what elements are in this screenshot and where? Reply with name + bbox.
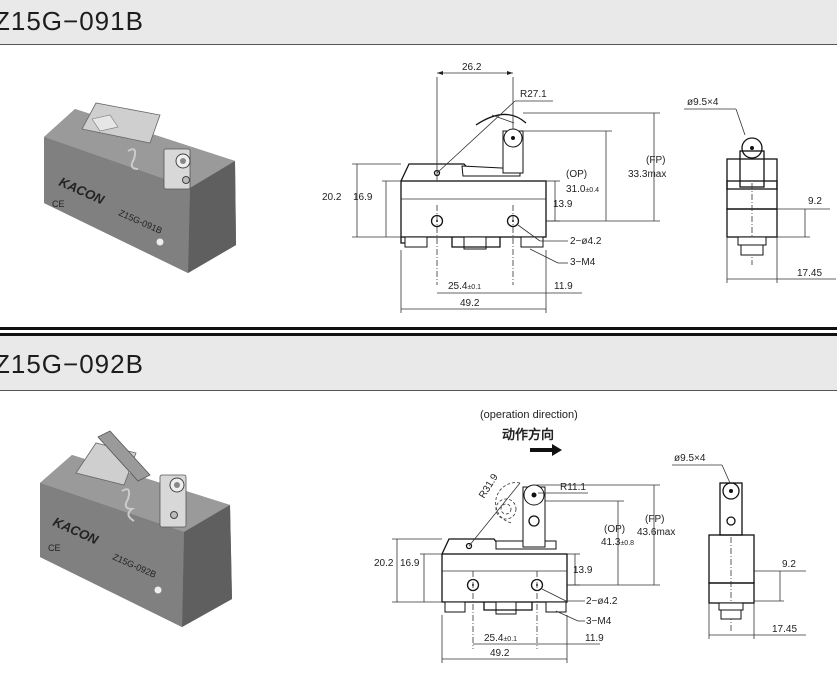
dim-13-9: 13.9 [573, 565, 593, 576]
op-value: 31.0 [566, 184, 586, 195]
dim-side-height: 9.2 [808, 196, 822, 207]
model-header-091b: Z15G−091B [0, 0, 837, 45]
pitch-tolerance: ±0.1 [503, 636, 517, 643]
direction-arrow-icon [530, 444, 562, 456]
dim-roller: ø9.5×4 [687, 97, 719, 108]
dim-op-label: (OP) [566, 169, 587, 180]
section-divider [0, 327, 837, 330]
front-view: 26.2 R27.1 20.2 16.9 13.9 (OP) [322, 62, 666, 313]
product-section-091b: KACON CE Z15G-091B [0, 45, 837, 330]
side-view: ø9.5×4 9.2 17.45 [684, 97, 836, 283]
op-tolerance: ±0.8 [620, 540, 634, 547]
pitch-value: 25.4 [448, 281, 468, 292]
dim-lever-offset: 26.2 [462, 62, 482, 73]
dim-width: 49.2 [490, 648, 510, 659]
model-header-092b: Z15G−092B [0, 333, 837, 391]
dim-height-total: 20.2 [374, 558, 394, 569]
product-photo: KACON CE Z15G-091B [44, 102, 236, 273]
model-title: Z15G−092B [0, 349, 144, 379]
product-section-092b: KACON CE Z15G-092B (operation direction)… [0, 391, 837, 670]
dim-op-value: 41.3±0.8 [601, 537, 634, 548]
op-tolerance: ±0.4 [585, 187, 599, 194]
dim-height-body: 16.9 [353, 192, 373, 203]
operation-direction-label-zh: 动作方向 [502, 427, 554, 442]
dim-height-body: 16.9 [400, 558, 420, 569]
dim-fp-label: (FP) [645, 514, 664, 525]
model-title: Z15G−091B [0, 6, 144, 36]
product-photo: KACON CE Z15G-092B [40, 430, 232, 627]
dim-13-9: 13.9 [553, 199, 573, 210]
side-view: ø9.5×4 9.2 17.45 [672, 453, 806, 639]
dim-screw: 3−M4 [570, 257, 596, 268]
pitch-value: 25.4 [484, 633, 504, 644]
dim-side-width: 17.45 [797, 268, 822, 279]
dim-roller: ø9.5×4 [674, 453, 706, 464]
dim-width: 49.2 [460, 298, 480, 309]
dim-side-width: 17.45 [772, 624, 797, 635]
dim-side-height: 9.2 [782, 559, 796, 570]
drawing-091b: KACON CE Z15G-091B [44, 62, 836, 313]
dim-hole: 2−ø4.2 [586, 596, 618, 607]
dim-radius-small: R11.1 [560, 482, 586, 493]
dim-op-value: 31.0±0.4 [566, 184, 599, 195]
dim-edge: 11.9 [585, 633, 604, 644]
dim-radius-main: R31.9 [477, 472, 501, 501]
pitch-tolerance: ±0.1 [467, 284, 481, 291]
dim-pitch: 25.4±0.1 [448, 281, 481, 292]
dim-edge: 11.9 [554, 281, 573, 292]
dim-pitch: 25.4±0.1 [484, 633, 517, 644]
dim-radius: R27.1 [520, 89, 547, 100]
op-value: 41.3 [601, 537, 621, 548]
photo-ce-mark: CE [48, 543, 61, 553]
dim-screw: 3−M4 [586, 616, 612, 627]
front-view: R31.9 R11.1 20.2 16.9 13.9 (OP) 41.3 [374, 472, 675, 663]
dim-height-total: 20.2 [322, 192, 342, 203]
operation-direction-label: (operation direction) [480, 409, 578, 421]
photo-ce-mark: CE [52, 199, 65, 209]
dim-hole: 2−ø4.2 [570, 236, 602, 247]
dim-fp-value: 33.3max [628, 169, 666, 180]
dim-fp-label: (FP) [646, 155, 665, 166]
drawing-092b: KACON CE Z15G-092B (operation direction)… [40, 409, 806, 663]
dim-fp-value: 43.6max [637, 527, 675, 538]
dim-op-label: (OP) [604, 524, 625, 535]
